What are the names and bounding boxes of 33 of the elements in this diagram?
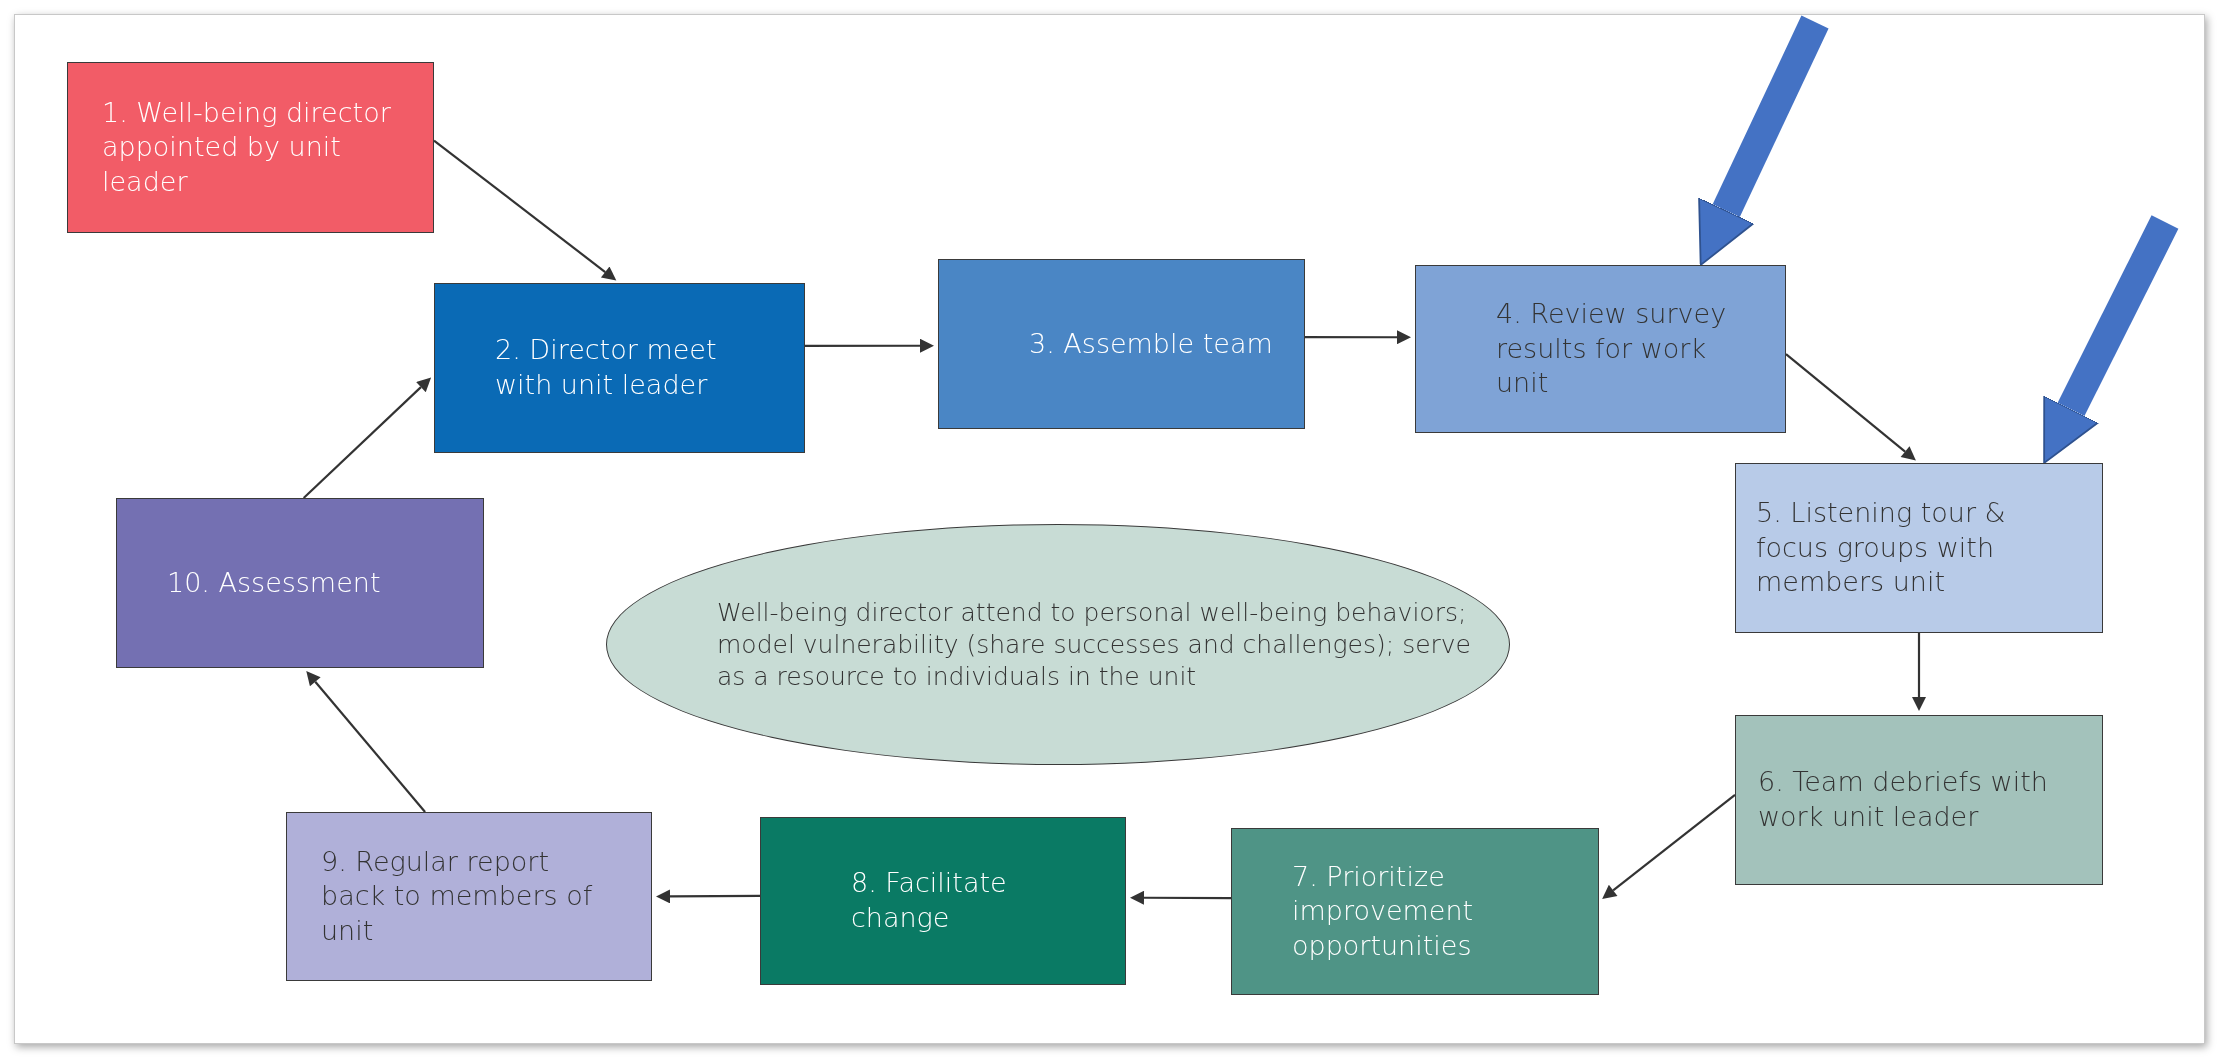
process-box	[938, 259, 1305, 429]
box-text: 10. Assessment	[167, 565, 381, 600]
block-arrow	[1698, 15, 1829, 266]
arrow	[1130, 890, 1231, 905]
arrow	[656, 889, 760, 904]
box-text: 2. Director meet with unit leader	[495, 333, 718, 402]
box-text: Well-being director attend to personal well-being behaviors; model vulnerability (share successes and challenges); serve as a resource to individuals in the unit	[717, 596, 1472, 693]
arrow	[805, 338, 934, 353]
arrow	[306, 671, 426, 813]
arrow	[1305, 330, 1411, 345]
process-box	[286, 812, 652, 981]
process-box	[1735, 463, 2103, 633]
process-box	[1415, 265, 1786, 433]
process-box	[760, 817, 1126, 985]
box-text: 4. Review survey results for work unit	[1496, 297, 1728, 401]
arrow	[1785, 353, 1916, 461]
process-box	[434, 283, 805, 453]
process-box	[1231, 828, 1599, 995]
arrow	[302, 377, 432, 499]
arrow	[1602, 794, 1736, 899]
box-text: 5. Listening tour & focus groups with members unit	[1756, 496, 2007, 600]
box-text: 1. Well-being director appointed by unit leader	[102, 95, 392, 199]
block-arrow	[2043, 215, 2179, 464]
box-text: 8. Facilitate change	[851, 866, 1008, 935]
process-box	[67, 62, 434, 233]
box-text: 7. Prioritize improvement opportunities	[1292, 859, 1475, 963]
process-box	[116, 498, 484, 668]
box-text: 3. Assemble team	[1029, 326, 1273, 361]
process-box	[1735, 715, 2103, 885]
arrow	[433, 139, 617, 281]
box-text: 6. Team debriefs with work unit leader	[1758, 765, 2049, 834]
arrow	[1912, 633, 1926, 711]
box-text: 9. Regular report back to members of unit	[321, 844, 594, 948]
